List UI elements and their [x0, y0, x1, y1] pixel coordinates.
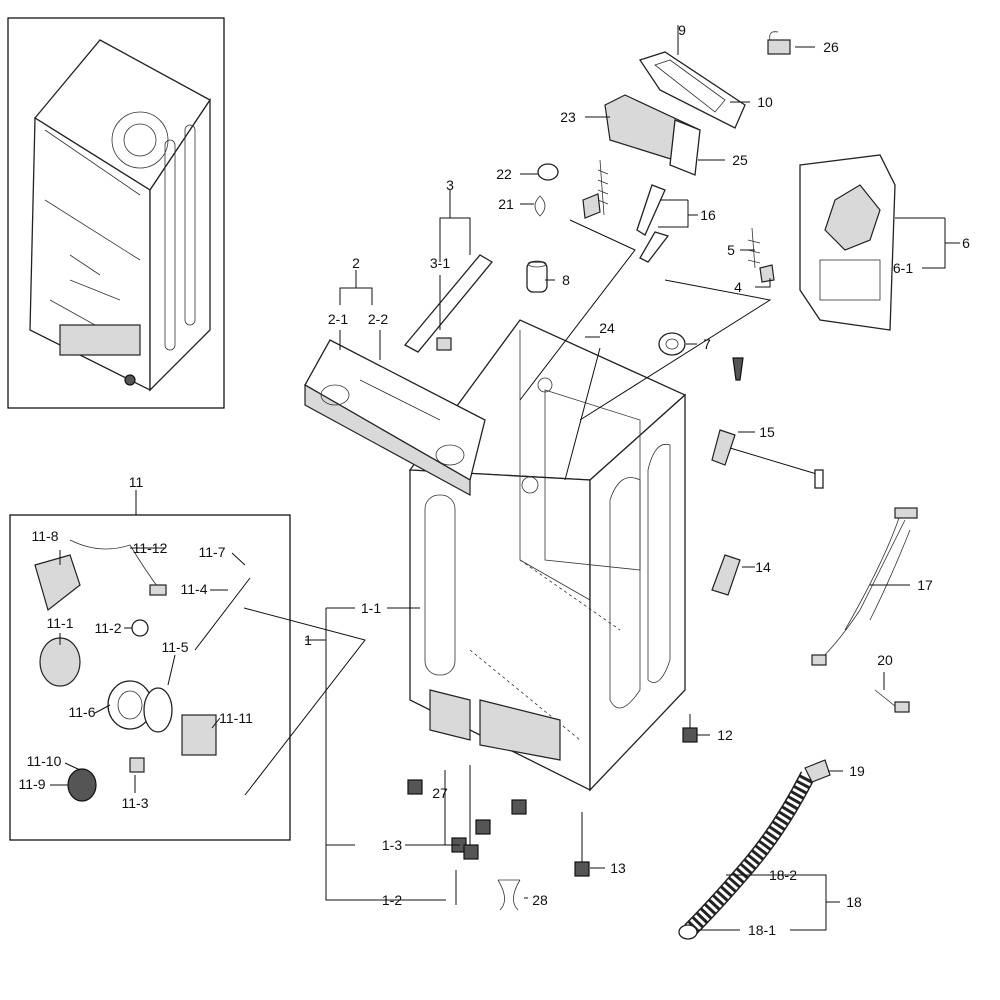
- label-18: 18: [846, 894, 862, 910]
- label-11-8: 11-8: [32, 528, 59, 544]
- label-6: 6: [962, 235, 970, 251]
- label-11-1: 11-1: [47, 615, 74, 631]
- label-24: 24: [599, 320, 615, 336]
- label-11-6: 11-6: [69, 704, 96, 720]
- label-15: 15: [759, 424, 775, 440]
- label-11-10: 11-10: [27, 753, 62, 769]
- tub-cover: [799, 154, 896, 331]
- power-cord: [874, 689, 910, 713]
- label-3-1: 3-1: [430, 255, 450, 271]
- label-14: 14: [755, 559, 771, 575]
- label-1: 1: [304, 632, 312, 648]
- clip-21: [534, 195, 546, 217]
- label-11-2: 11-2: [95, 620, 122, 636]
- label-20: 20: [877, 652, 893, 668]
- label-11: 11: [129, 474, 144, 490]
- damper-15: [711, 429, 824, 489]
- label-4: 4: [734, 279, 742, 295]
- leader-lines: [50, 25, 960, 931]
- label-11-4: 11-4: [181, 581, 208, 597]
- label-8: 8: [562, 272, 570, 288]
- hose-clip-28: [497, 879, 521, 911]
- control-panel: [304, 339, 486, 497]
- label-23: 23: [560, 109, 576, 125]
- label-2-2: 2-2: [368, 311, 388, 327]
- label-9: 9: [678, 22, 686, 38]
- wire-harness: [819, 514, 911, 661]
- damper-14: [711, 554, 741, 596]
- label-18-2: 18-2: [769, 867, 797, 883]
- label-28: 28: [532, 892, 548, 908]
- label-27: 27: [432, 785, 448, 801]
- label-11-5: 11-5: [162, 639, 189, 655]
- label-19: 19: [849, 763, 865, 779]
- label-1-2: 1-2: [382, 892, 402, 908]
- label-6-1: 6-1: [893, 260, 913, 276]
- label-11-3: 11-3: [122, 795, 149, 811]
- pcb-bracket: [638, 51, 746, 129]
- harness-connectors: [811, 507, 918, 666]
- label-22: 22: [496, 166, 512, 182]
- drain-hose: [678, 759, 831, 940]
- label-25: 25: [732, 152, 748, 168]
- label-16: 16: [700, 207, 716, 223]
- label-11-9: 11-9: [19, 776, 46, 792]
- label-1-1: 1-1: [361, 600, 381, 616]
- label-21: 21: [498, 196, 514, 212]
- label-2: 2: [352, 255, 360, 271]
- label-1-3: 1-3: [382, 837, 402, 853]
- label-17: 17: [917, 577, 933, 593]
- label-5: 5: [727, 242, 735, 258]
- label-12: 12: [717, 727, 733, 743]
- label-7: 7: [703, 336, 711, 352]
- pcb-module: [604, 94, 701, 176]
- cabinet-frame: [408, 319, 687, 792]
- label-13: 13: [610, 860, 626, 876]
- label-2-1: 2-1: [328, 311, 348, 327]
- suspension-springs: [582, 159, 670, 263]
- callout-labels: 3 3-1 2 2-1 2-2 1 1-1 1-3 1-2 27 28 13 1…: [19, 22, 971, 938]
- clip-small: [732, 357, 744, 381]
- capacitor: [526, 260, 548, 293]
- leveling-feet: [407, 714, 698, 905]
- grommet: [658, 332, 686, 356]
- spring-5: [747, 227, 775, 283]
- label-26: 26: [823, 39, 839, 55]
- label-3: 3: [446, 177, 454, 193]
- label-10: 10: [757, 94, 773, 110]
- guide-lines-24: [519, 219, 772, 421]
- label-11-12: 11-12: [133, 540, 168, 556]
- sensor-26: [767, 31, 791, 55]
- bracket-rail: [403, 254, 493, 353]
- hose-clamp: [537, 163, 559, 181]
- assembled-washer-inset: [7, 17, 225, 409]
- label-11-11: 11-11: [219, 710, 253, 726]
- label-11-7: 11-7: [199, 544, 226, 560]
- label-18-1: 18-1: [748, 922, 776, 938]
